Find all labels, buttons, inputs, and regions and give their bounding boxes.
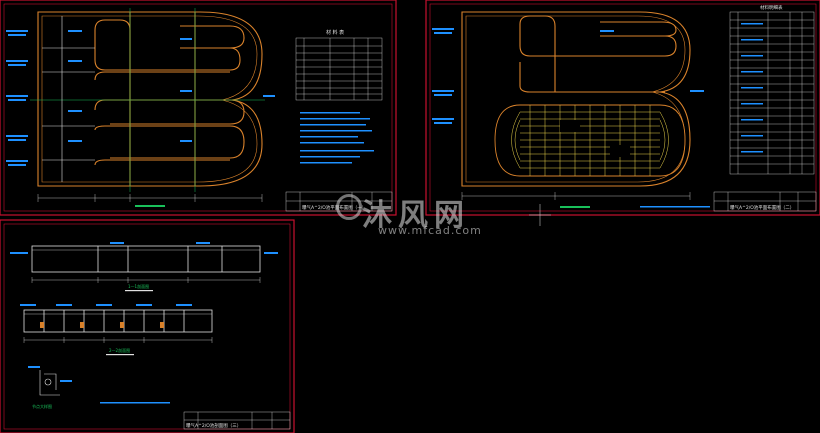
sheet-3: 1—1剖面图 2—2剖面图 xyxy=(0,219,295,433)
section-2-2-dims xyxy=(23,337,213,343)
section-2-2-labels xyxy=(20,304,192,306)
sheet-2: 曝气A^2/O池平面布置图（二） 材料明细表 xyxy=(425,0,820,216)
title-block-2 xyxy=(713,191,817,212)
section-1-1 xyxy=(31,245,261,273)
tank-plan-2 xyxy=(461,11,691,187)
table-cells-2 xyxy=(741,23,763,153)
section-1-1-caption: 1—1剖面图 xyxy=(128,283,149,289)
material-table-1 xyxy=(295,37,383,101)
detail-drawing xyxy=(39,370,60,396)
annotations-left-1 xyxy=(6,30,275,166)
section-2-2-caption-rule xyxy=(106,354,134,356)
section-2-2-caption: 2—2剖面图 xyxy=(109,347,130,353)
section-1-1-labels xyxy=(10,242,278,254)
walls-1 xyxy=(42,16,95,182)
watermark-url: www.mfcad.com xyxy=(378,224,482,237)
detail-caption: 节点大样图 xyxy=(32,403,52,409)
section-1-1-caption-rule xyxy=(125,290,153,292)
annotations-left-2 xyxy=(432,28,704,124)
watermark: 沐风网 www.mfcad.com xyxy=(336,190,496,250)
note-2 xyxy=(640,206,710,208)
title-block-2-text: 曝气A^2/O池平面布置图（二） xyxy=(730,204,794,211)
dimension-2 xyxy=(461,192,691,200)
title-block-1-text: 曝气A^2/O池平面布置图（一） xyxy=(302,204,366,211)
watermark-logo-icon xyxy=(336,194,362,220)
dimension-1 xyxy=(37,194,263,202)
watermark-chinese: 沐风网 xyxy=(362,198,470,233)
table-title-1: 材 料 表 xyxy=(326,29,344,36)
material-table-2 xyxy=(729,11,815,175)
section-2-2-diffusers xyxy=(40,322,164,328)
title-block-3-text: 曝气A^2/O池剖面图（三） xyxy=(186,422,241,429)
section-1-1-dims xyxy=(31,277,261,283)
crosshair-icon xyxy=(529,204,551,226)
plan-caption-1 xyxy=(135,205,165,207)
grid-lines-1 xyxy=(30,8,265,192)
plan-caption-2 xyxy=(560,206,590,208)
section-2-2 xyxy=(23,309,213,333)
table-title-2: 材料明细表 xyxy=(760,4,783,11)
title-block-3 xyxy=(183,411,291,430)
diffuser-grid-2 xyxy=(494,104,686,177)
sheet-1: 曝气A^2/O池平面布置图（一） 材 料 表 xyxy=(0,0,397,216)
black-blocks-2 xyxy=(560,120,630,157)
detail-labels xyxy=(28,366,170,404)
notes-1 xyxy=(300,112,374,164)
